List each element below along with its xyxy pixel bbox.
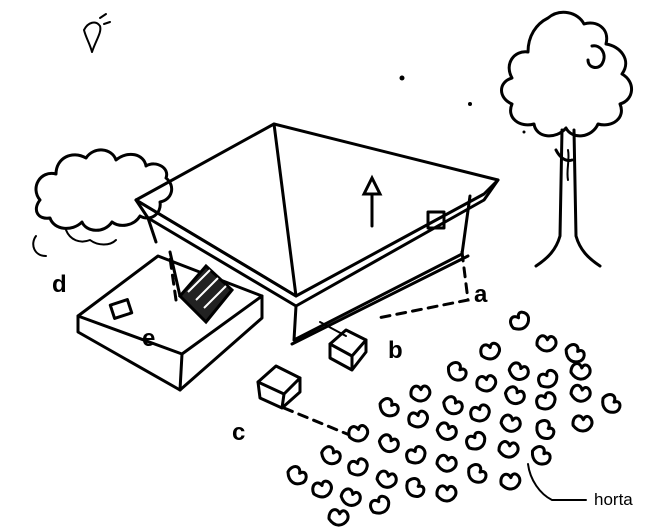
garden-plant xyxy=(436,484,458,503)
label-d: d xyxy=(52,271,67,298)
garden-plant xyxy=(571,363,591,380)
garden-plant xyxy=(598,392,623,416)
garden-plant xyxy=(478,340,502,362)
scatter-dots xyxy=(400,76,526,134)
garden-plant xyxy=(503,385,526,406)
garden-plant xyxy=(403,476,428,501)
garden-plant xyxy=(571,385,591,401)
label-c: c xyxy=(232,419,245,446)
garden-plant xyxy=(498,441,518,458)
garden-plant xyxy=(500,414,521,432)
garden-plant xyxy=(340,488,362,507)
garden-plant xyxy=(464,429,489,454)
bush xyxy=(33,150,171,256)
garden-plant xyxy=(475,373,498,394)
garden-plant xyxy=(328,509,349,526)
garden-plants xyxy=(285,309,624,526)
garden-plant xyxy=(529,444,554,468)
garden-plant xyxy=(536,334,557,352)
garden-plant xyxy=(347,422,370,443)
garden-plant xyxy=(285,464,309,487)
garden-plant xyxy=(319,445,343,467)
label-horta: horta xyxy=(594,490,633,509)
garden-plant xyxy=(508,362,530,382)
garden-plant xyxy=(437,455,456,471)
garden-plant xyxy=(468,401,493,424)
box-b xyxy=(320,322,366,370)
garden-plant xyxy=(404,443,429,467)
garden-plant xyxy=(406,408,430,430)
garden-plant xyxy=(377,433,400,454)
garden-plant xyxy=(346,455,371,478)
label-b: b xyxy=(388,337,403,364)
bird-sketch xyxy=(84,14,110,52)
garden-plant xyxy=(508,309,533,334)
garden-plant xyxy=(534,389,559,413)
garden-plant xyxy=(536,367,561,391)
garden-plant xyxy=(310,478,334,501)
garden-plant xyxy=(409,383,431,403)
garden-plant xyxy=(499,471,522,491)
garden-plant xyxy=(533,418,558,443)
garden-plant xyxy=(441,395,465,417)
garden-plant xyxy=(377,396,401,419)
label-e: e xyxy=(142,325,155,352)
garden-plant xyxy=(445,360,470,384)
garden-plant xyxy=(376,470,397,488)
garden-plant xyxy=(563,342,587,365)
house xyxy=(136,124,498,344)
garden-plant xyxy=(436,422,458,441)
garden-plant xyxy=(464,462,489,486)
horta-pointer-line xyxy=(528,464,586,500)
label-a: a xyxy=(474,281,488,308)
garden-plant xyxy=(572,414,593,433)
tree xyxy=(502,12,632,266)
box-c xyxy=(258,366,300,408)
terrace-block xyxy=(78,256,262,390)
garden-plant xyxy=(368,493,393,518)
